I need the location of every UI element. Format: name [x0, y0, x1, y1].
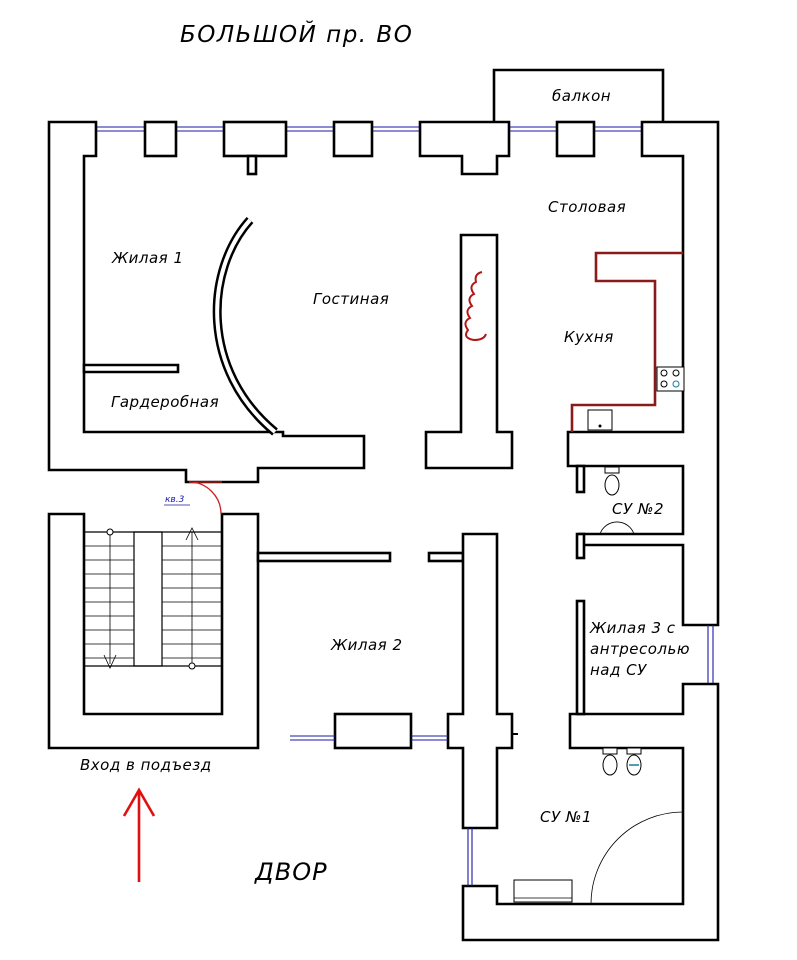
stairwell — [47, 512, 260, 750]
bathroom-1: СУ №1 — [513, 747, 684, 905]
bathroom-2-label: СУ №2 — [612, 500, 664, 518]
staircase-icon — [84, 527, 222, 670]
stove-icon — [656, 366, 685, 392]
street-title: БОЛЬШОЙ пр. ВО — [180, 20, 413, 48]
sink-icon — [587, 409, 613, 431]
wardrobe-partition — [82, 363, 180, 374]
living1-label: Жилая 1 — [111, 249, 184, 267]
kitchen-counter — [570, 251, 685, 432]
entrance-label: Вход в подъезд — [80, 756, 212, 774]
living2-partition-right — [427, 551, 465, 563]
dining-label: Столовая — [548, 198, 626, 216]
right-exterior-wall — [566, 120, 720, 627]
apartment-door: кв.3 — [164, 481, 222, 515]
bathroom-2: СУ №2 — [575, 464, 664, 560]
wardrobe-label: Гардеробная — [111, 393, 219, 411]
bathroom-1-label: СУ №1 — [540, 808, 592, 826]
living3-partition — [575, 599, 586, 716]
living2-label: Жилая 2 — [330, 636, 403, 654]
right-exterior-wall-lower — [461, 682, 720, 942]
apartment-tag: кв.3 — [165, 495, 185, 505]
right-window — [707, 625, 714, 684]
lower-central-spine — [446, 532, 514, 830]
balcony-label: балкон — [552, 87, 611, 105]
bottom-facade — [290, 712, 473, 886]
yard-label: ДВОР — [254, 858, 328, 886]
curved-partition — [212, 216, 278, 436]
toilet-icon — [626, 747, 642, 776]
living2-partition-left — [256, 551, 392, 563]
living3-label-line3: над СУ — [590, 661, 647, 679]
left-exterior-wall — [47, 120, 366, 484]
balcony: балкон — [492, 68, 665, 122]
bathtub-icon — [513, 879, 573, 903]
living3-label-line1: Жилая 3 с — [589, 619, 676, 637]
central-spine-wall — [424, 233, 514, 470]
top-facade-windows — [96, 126, 642, 132]
toilet-icon — [604, 466, 620, 496]
top-piers — [143, 120, 596, 176]
toilet-icon — [602, 747, 618, 776]
up-arrow-icon — [122, 787, 156, 882]
radiator-icon — [464, 271, 487, 342]
kitchen-label: Кухня — [564, 328, 614, 346]
living-room-label: Гостиная — [313, 290, 389, 308]
living3-label-line2: антресолью — [590, 640, 690, 658]
